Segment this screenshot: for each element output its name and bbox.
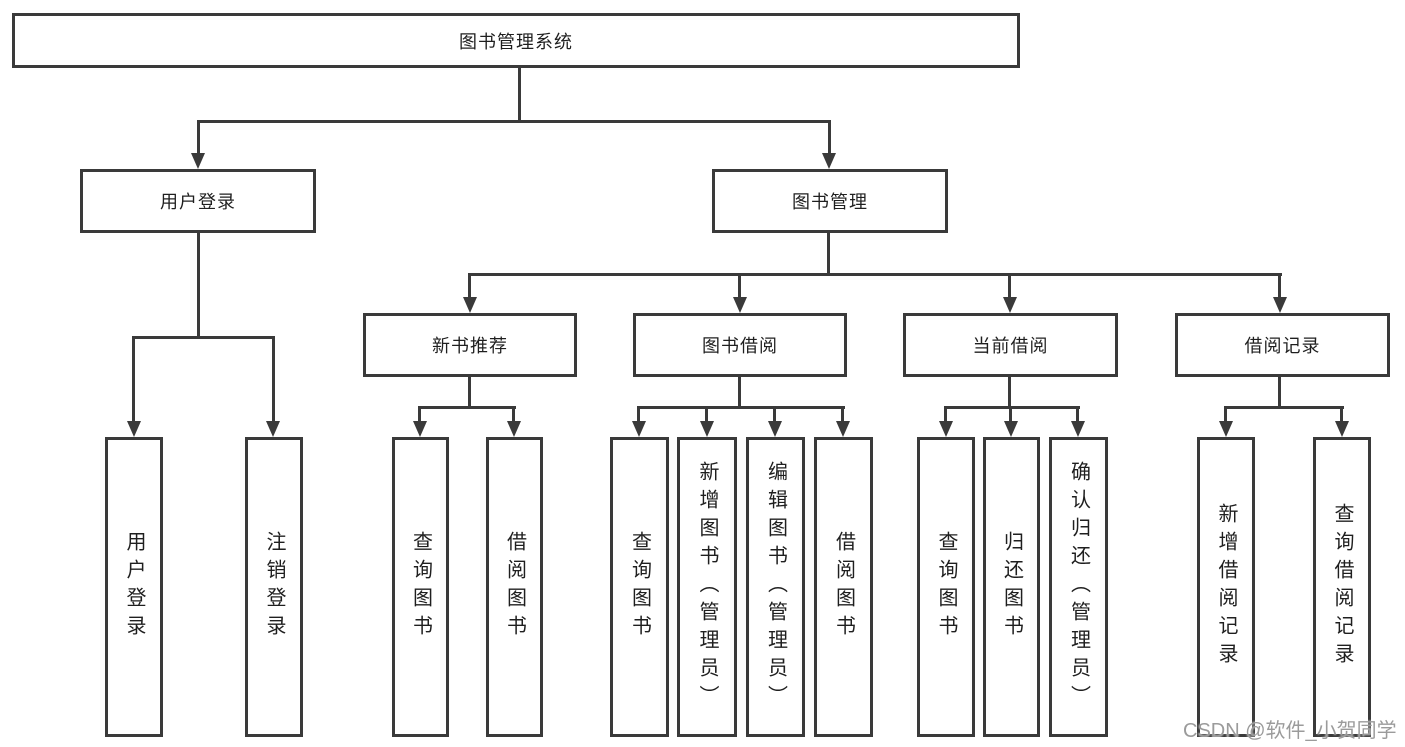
arrow-down-icon <box>413 421 427 437</box>
leaf-query-books-current: 查询图书 <box>917 437 975 737</box>
node-user-login: 用户登录 <box>80 169 316 233</box>
leaf-label: 注销登录 <box>263 531 285 643</box>
book-management-split-line <box>468 273 1282 276</box>
leaf-label: 新增借阅记录 <box>1215 503 1237 671</box>
connector-line <box>1340 406 1343 423</box>
arrow-down-icon <box>822 153 836 169</box>
connector-line <box>272 336 275 422</box>
node-book-management: 图书管理 <box>712 169 948 233</box>
arrow-down-icon <box>127 421 141 437</box>
connector-line <box>705 406 708 423</box>
leaf-add-borrow-record: 新增借阅记录 <box>1197 437 1255 737</box>
leaf-label: 确认归还（管理员） <box>1067 461 1090 713</box>
node-user-login-label: 用户登录 <box>160 192 236 212</box>
node-book-borrow-label: 图书借阅 <box>702 336 778 356</box>
connector-line <box>1008 273 1011 299</box>
connector-line <box>637 406 640 423</box>
arrow-down-icon <box>1219 421 1233 437</box>
arrow-down-icon <box>463 297 477 313</box>
node-book-borrow: 图书借阅 <box>633 313 847 377</box>
new-book-split-line <box>418 406 516 409</box>
user-login-split-line <box>132 336 275 339</box>
leaf-borrow-books-borrow: 借阅图书 <box>814 437 873 737</box>
arrow-down-icon <box>1003 297 1017 313</box>
node-borrow-record-label: 借阅记录 <box>1244 336 1321 356</box>
connector-line <box>418 406 421 423</box>
leaf-logout: 注销登录 <box>245 437 303 737</box>
leaf-query-books-borrow: 查询图书 <box>610 437 669 737</box>
arrow-down-icon <box>733 297 747 313</box>
leaf-confirm-return-admin: 确认归还（管理员） <box>1049 437 1108 737</box>
leaf-label: 用户登录 <box>123 531 145 643</box>
connector-line <box>1224 406 1227 423</box>
connector-line <box>1009 406 1012 423</box>
leaf-label: 借阅图书 <box>503 531 526 643</box>
leaf-label: 借阅图书 <box>832 531 855 643</box>
node-current-borrow-label: 当前借阅 <box>972 336 1049 356</box>
book-management-trunk-line <box>827 233 830 275</box>
leaf-label: 查询借阅记录 <box>1331 503 1353 671</box>
arrow-down-icon <box>700 421 714 437</box>
user-login-trunk-line <box>197 233 200 336</box>
node-book-management-label: 图书管理 <box>792 192 868 212</box>
book-borrow-trunk-line <box>738 377 741 409</box>
root-split-line <box>197 120 831 123</box>
arrow-down-icon <box>191 153 205 169</box>
leaf-label: 查询图书 <box>409 531 432 643</box>
arrow-down-icon <box>266 421 280 437</box>
current-borrow-trunk-line <box>1008 377 1011 409</box>
leaf-label: 查询图书 <box>935 531 957 643</box>
borrow-record-split-line <box>1224 406 1344 409</box>
connector-line <box>841 406 844 423</box>
leaf-return-book: 归还图书 <box>983 437 1040 737</box>
arrow-down-icon <box>507 421 521 437</box>
connector-line <box>512 406 515 423</box>
connector-line <box>773 406 776 423</box>
connector-line <box>828 120 831 154</box>
connector-line <box>944 406 947 423</box>
root-trunk-line <box>518 68 521 120</box>
arrow-down-icon <box>836 421 850 437</box>
node-borrow-record: 借阅记录 <box>1175 313 1390 377</box>
arrow-down-icon <box>1273 297 1287 313</box>
leaf-query-borrow-record: 查询借阅记录 <box>1313 437 1371 737</box>
leaf-add-book-admin: 新增图书（管理员） <box>677 437 737 737</box>
arrow-down-icon <box>1071 421 1085 437</box>
node-current-borrow: 当前借阅 <box>903 313 1118 377</box>
arrow-down-icon <box>768 421 782 437</box>
csdn-watermark: CSDN @软件_小贺同学 <box>1183 720 1397 742</box>
borrow-record-trunk-line <box>1278 377 1281 409</box>
current-borrow-split-line <box>944 406 1080 409</box>
arrow-down-icon <box>939 421 953 437</box>
leaf-query-books-recommend: 查询图书 <box>392 437 449 737</box>
node-root-label: 图书管理系统 <box>459 31 573 52</box>
node-new-book-recommend: 新书推荐 <box>363 313 577 377</box>
arrow-down-icon <box>1335 421 1349 437</box>
leaf-label: 查询图书 <box>628 531 651 643</box>
leaf-label: 编辑图书（管理员） <box>764 461 787 713</box>
new-book-trunk-line <box>468 377 471 409</box>
leaf-borrow-books-recommend: 借阅图书 <box>486 437 543 737</box>
connector-line <box>197 120 200 154</box>
connector-line <box>468 273 471 299</box>
node-root: 图书管理系统 <box>12 13 1020 68</box>
leaf-user-login: 用户登录 <box>105 437 163 737</box>
arrow-down-icon <box>1004 421 1018 437</box>
leaf-label: 归还图书 <box>1000 531 1023 643</box>
connector-line <box>738 273 741 299</box>
leaf-label: 新增图书（管理员） <box>696 461 718 713</box>
node-new-book-recommend-label: 新书推荐 <box>432 336 508 356</box>
connector-line <box>1076 406 1079 423</box>
arrow-down-icon <box>632 421 646 437</box>
leaf-edit-book-admin: 编辑图书（管理员） <box>746 437 805 737</box>
book-borrow-split-line <box>637 406 845 409</box>
connector-line <box>1278 273 1281 299</box>
connector-line <box>132 336 135 422</box>
